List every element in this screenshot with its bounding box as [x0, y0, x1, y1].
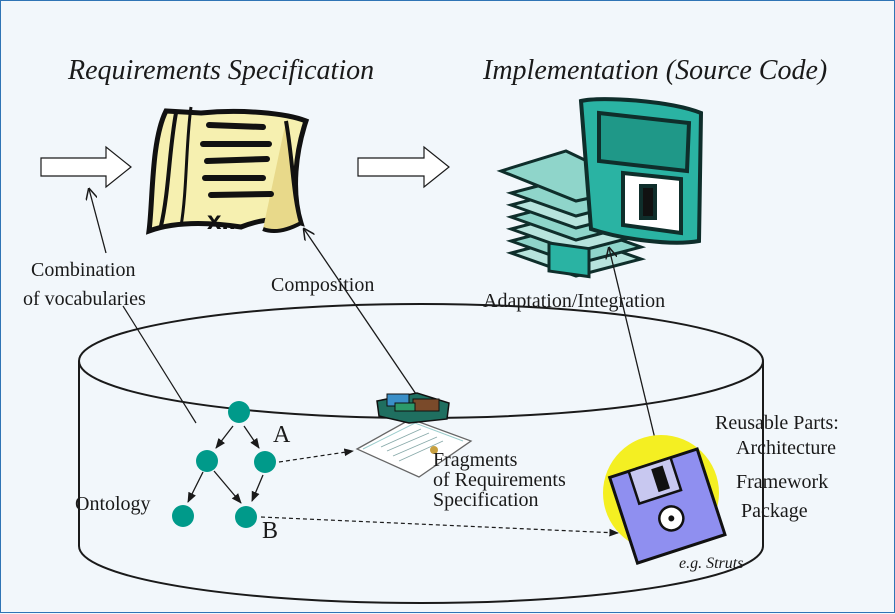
reusable-package: Package	[741, 500, 808, 522]
combination-label-line1: Combination	[31, 259, 135, 281]
node-b-label: B	[262, 518, 278, 544]
process-block-arrow	[357, 145, 450, 189]
implementation-title: Implementation (Source Code)	[482, 55, 827, 86]
composition-label: Composition	[271, 274, 374, 296]
disk-stack-icon	[496, 97, 704, 279]
reusable-framework: Framework	[736, 471, 828, 493]
combination-arrow	[89, 189, 107, 254]
input-block-arrow	[40, 145, 132, 189]
ontology-node-a	[254, 451, 276, 473]
briefcase-documents-icon	[355, 392, 473, 478]
composition-arrow	[304, 229, 417, 395]
node-a-label: A	[273, 422, 291, 448]
svg-text:x..: x..	[207, 205, 236, 235]
ontology-graph	[172, 401, 276, 528]
requirements-title: Requirements Specification	[67, 55, 374, 86]
vocab-to-ontology-line	[122, 305, 197, 424]
adaptation-arrow	[609, 248, 657, 444]
example-struts-label: e.g. Struts	[679, 555, 743, 572]
reusable-parts-heading: Reusable Parts:	[715, 412, 839, 434]
node-a-to-fragments-link	[278, 448, 354, 463]
ontology-node-b	[235, 506, 257, 528]
ontology-node	[196, 450, 218, 472]
ontology-label: Ontology	[75, 493, 151, 515]
floppy-disk-icon	[603, 435, 727, 565]
fragments-label-line1: Fragments	[433, 449, 518, 471]
node-b-to-parts-link	[260, 516, 619, 537]
ontology-node	[172, 505, 194, 527]
document-scroll-icon: x..	[145, 106, 310, 235]
adaptation-label: Adaptation/Integration	[483, 290, 665, 312]
fragments-label-line3: Specification	[433, 489, 539, 511]
combination-label-line2: of vocabularies	[23, 288, 146, 310]
reusable-architecture: Architecture	[736, 437, 836, 459]
ontology-node	[228, 401, 250, 423]
fragments-label-line2: of Requirements	[433, 469, 566, 491]
